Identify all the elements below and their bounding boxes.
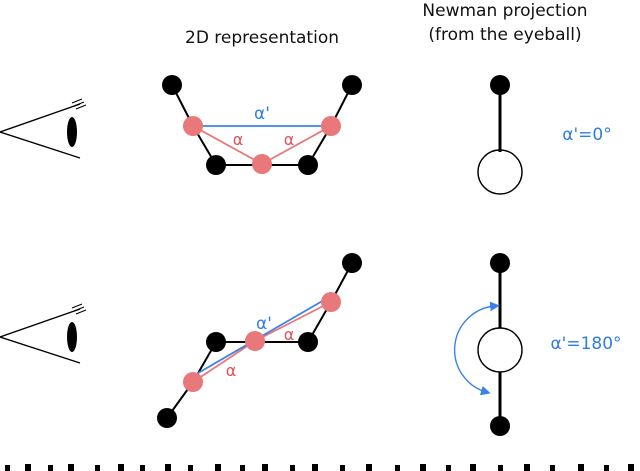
highlight-atom: [245, 331, 265, 351]
atom: [342, 75, 362, 95]
alpha-label: α: [284, 325, 295, 344]
rotation-arrow-icon: [453, 301, 500, 396]
alpha-label: α: [284, 130, 295, 149]
alpha-prime-label: α': [254, 104, 270, 124]
highlight-atom: [183, 372, 203, 392]
top-newman-projection: [477, 75, 523, 195]
atom: [206, 332, 226, 352]
top-angle-value: α'=0°: [562, 125, 611, 145]
atom: [157, 408, 177, 428]
top-2d-representation: α' α α: [162, 75, 362, 175]
atom: [342, 253, 362, 273]
heading-2d-representation: 2D representation: [185, 28, 339, 48]
atom: [162, 75, 182, 95]
highlight-atom: [252, 154, 272, 174]
alpha-prime-label: α': [256, 314, 272, 334]
bottom-newman-projection: [477, 253, 523, 436]
eyeball-icon: [0, 303, 87, 364]
alpha-label: α: [233, 130, 244, 149]
heading-newman-subtitle: (from the eyeball): [428, 25, 581, 45]
bottom-angle-value: α'=180°: [550, 334, 621, 354]
clipped-caption-strip: [5, 464, 634, 471]
bottom-2d-representation: α' α α: [157, 253, 362, 428]
atom: [298, 155, 318, 175]
atom: [206, 155, 226, 175]
eyeball-icon: [0, 98, 87, 159]
highlight-atom: [321, 116, 341, 136]
alpha-label: α: [226, 361, 237, 380]
atom: [298, 332, 318, 352]
heading-newman-projection: Newman projection: [422, 1, 587, 21]
highlight-atom: [321, 292, 341, 312]
highlight-atom: [183, 116, 203, 136]
